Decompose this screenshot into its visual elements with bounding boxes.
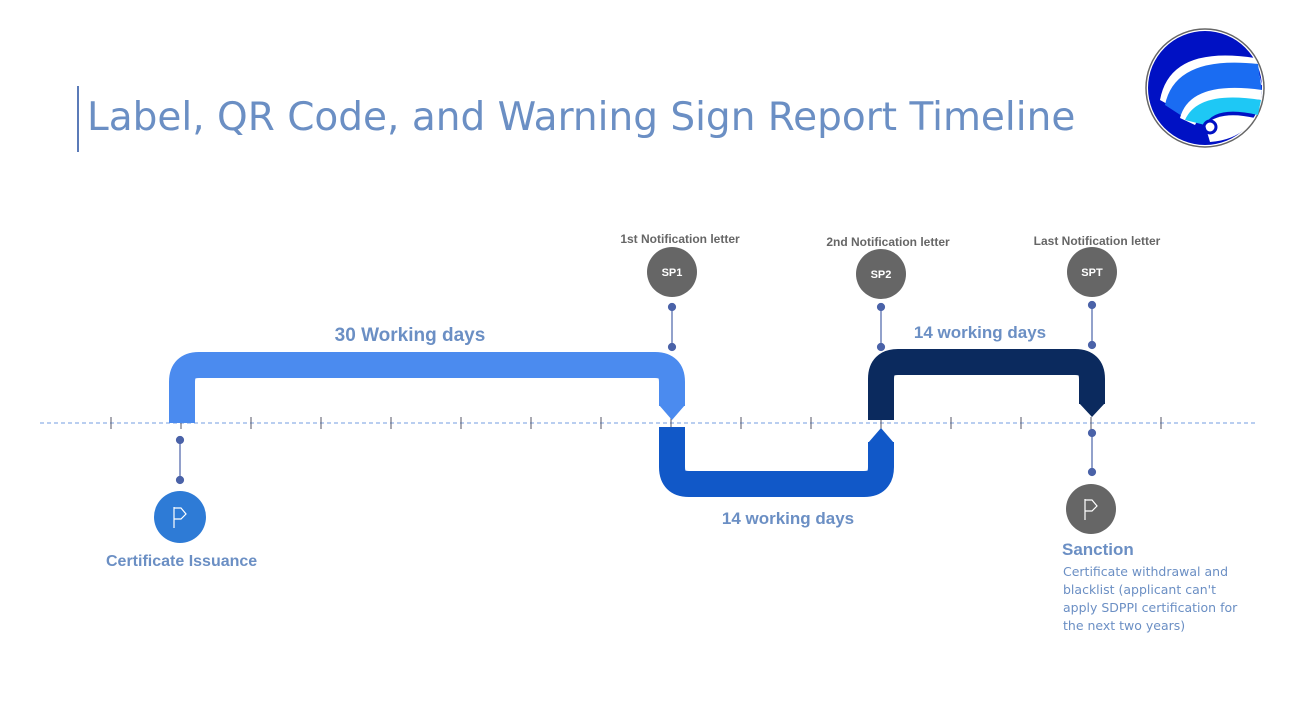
period-1-label: 30 Working days xyxy=(334,325,486,346)
period-3-label: 14 working days xyxy=(913,323,1047,342)
period-bracket-2 xyxy=(659,427,894,497)
sp1-marker: SP1 xyxy=(647,247,697,297)
period-bracket-1 xyxy=(169,352,685,423)
period-bracket-3 xyxy=(868,349,1105,420)
sanction-description: Certificate withdrawal and blacklist (ap… xyxy=(1063,564,1238,633)
spt-marker: SPT xyxy=(1067,247,1117,297)
period-2-label: 14 working days xyxy=(721,509,855,528)
sp1-label: 1st Notification letter xyxy=(620,232,740,246)
sanction-marker xyxy=(1066,484,1116,534)
svg-text:SPT: SPT xyxy=(1081,267,1103,279)
spt-label: Last Notification letter xyxy=(1033,234,1161,248)
sp2-marker: SP2 xyxy=(856,249,906,299)
certificate-issuance-label: Certificate Issuance xyxy=(106,553,258,570)
sanction-label: Sanction xyxy=(1062,540,1134,559)
certificate-issuance-marker xyxy=(154,491,206,543)
page-title: Label, QR Code, and Warning Sign Report … xyxy=(77,86,1075,152)
sp2-label: 2nd Notification letter xyxy=(826,235,950,249)
flag-icon xyxy=(173,507,187,528)
flag-icon xyxy=(1084,499,1098,520)
logo xyxy=(1145,28,1265,148)
svg-text:SP2: SP2 xyxy=(871,269,892,281)
svg-text:SP1: SP1 xyxy=(662,267,683,279)
